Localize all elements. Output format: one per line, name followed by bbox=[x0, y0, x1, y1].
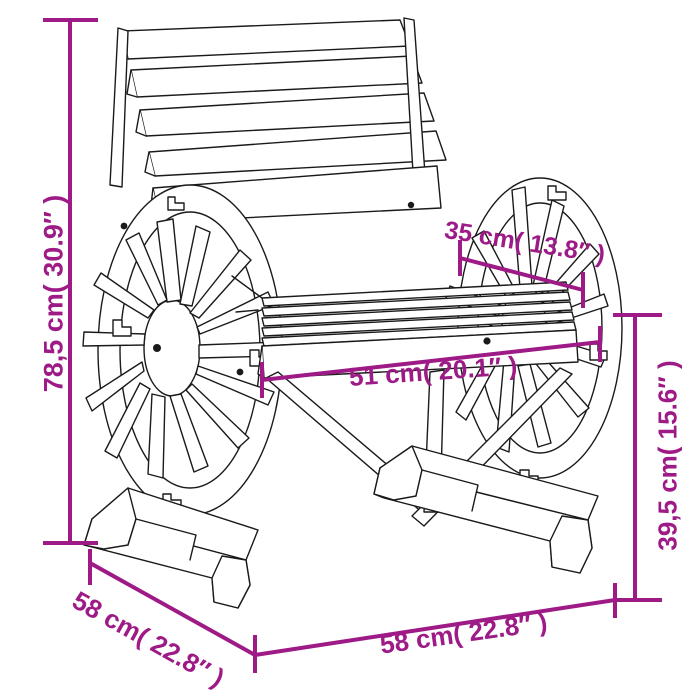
dimline-overall-width-shaft bbox=[254, 598, 616, 657]
dimline-overall-height bbox=[43, 18, 98, 545]
backrest-upright-left bbox=[109, 27, 129, 188]
dimline-overall-depth-shaft bbox=[89, 561, 256, 657]
seat-slat-4 bbox=[261, 311, 575, 337]
left-rim-bolt-top bbox=[120, 222, 128, 230]
front-foot-rail bbox=[83, 487, 259, 609]
left-wheel bbox=[82, 184, 283, 516]
left-rim-notch-top bbox=[167, 196, 185, 211]
seat-rear-connector bbox=[231, 275, 263, 299]
rear-foot-left-chamfer bbox=[415, 469, 479, 512]
left-wheel-hub-bolt bbox=[153, 344, 161, 352]
left-wheel-spokes bbox=[82, 218, 280, 479]
front-foot-right-block bbox=[211, 555, 251, 609]
dimline-seat-depth-shaft bbox=[459, 256, 584, 292]
wheel-seat-joint-left bbox=[235, 309, 259, 313]
backrest-screw bbox=[407, 201, 415, 209]
front-foot-left-chamfer bbox=[127, 518, 197, 561]
dimline-overall-width bbox=[253, 583, 617, 673]
right-rim-notch-top bbox=[547, 185, 567, 201]
seat-apron-screw bbox=[483, 337, 491, 345]
left-rim-notch-left bbox=[112, 319, 132, 337]
seat-slat-2 bbox=[261, 291, 571, 317]
dimline-seat-height bbox=[613, 313, 662, 602]
dimline-seat-width bbox=[260, 326, 602, 398]
seat-slat-3 bbox=[261, 301, 573, 327]
dimline-seat-depth bbox=[458, 240, 585, 308]
rear-foot-right-block bbox=[549, 515, 593, 574]
dimension-label-seat-height: 39,5 cm( 15.6″ ) bbox=[652, 360, 683, 551]
dimension-label-overall-height: 78,5 cm( 30.9″ ) bbox=[38, 194, 69, 393]
left-rim-bolt-right bbox=[236, 368, 244, 376]
backrest-slat-group bbox=[109, 17, 447, 191]
seat-slat-1 bbox=[261, 281, 569, 307]
backrest-slat-3-edge bbox=[135, 109, 147, 137]
rear-foot-rail bbox=[373, 445, 599, 574]
backrest-slat-4-edge bbox=[144, 151, 156, 177]
backrest-slat-2-edge bbox=[126, 69, 138, 98]
dimline-seat-width-shaft bbox=[261, 340, 601, 382]
